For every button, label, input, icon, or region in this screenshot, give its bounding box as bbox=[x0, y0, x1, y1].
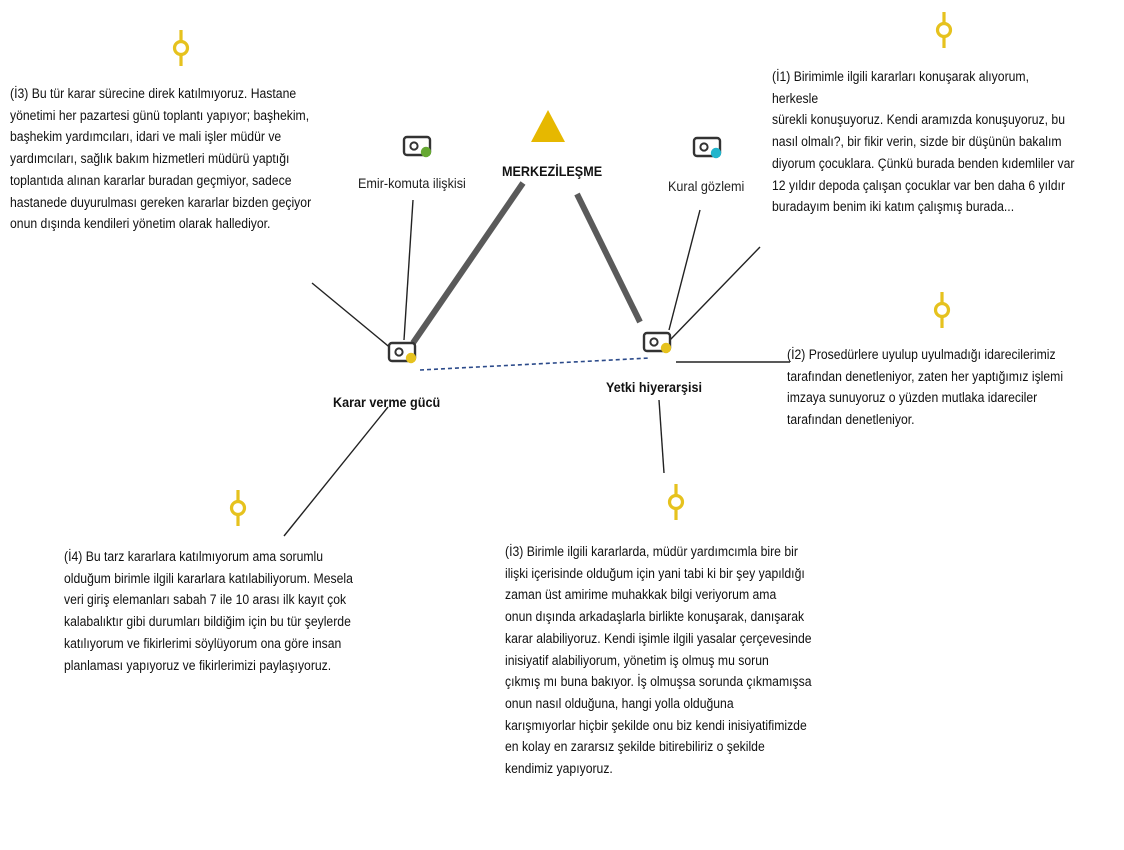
quote-i3-karar-sureci: (İ3) Bu tür karar sürecine direk katılmı… bbox=[10, 86, 312, 233]
triangle-icon bbox=[531, 110, 565, 142]
map-pin-icon bbox=[229, 488, 247, 528]
edge-yetki-merkez bbox=[574, 192, 643, 324]
quote-i3-birim-karar: (İ3) Birimle ilgili kararlarda, müdür ya… bbox=[505, 544, 812, 778]
map-pin-icon bbox=[667, 482, 685, 522]
center-label: MERKEZİLEŞME bbox=[502, 163, 603, 179]
node-kural-tag-icon[interactable] bbox=[692, 136, 722, 159]
quote-i1-birim-kararlari: (İ1) Birimimle ilgili kararları konuşara… bbox=[772, 69, 1075, 216]
node-emir-tag-icon[interactable] bbox=[402, 135, 432, 158]
leader-q5 bbox=[658, 399, 665, 474]
quote-i2-prosedur: (İ2) Prosedürlere uyulup uyulmadığı idar… bbox=[787, 347, 1064, 429]
node-yetki-tag-icon[interactable] bbox=[642, 331, 672, 354]
map-pin-icon bbox=[935, 10, 953, 50]
edge-karar-yetki bbox=[419, 357, 651, 371]
leader-q4 bbox=[283, 406, 389, 537]
quote-i4-karar-katilim: (İ4) Bu tarz kararlara katılmıyorum ama … bbox=[64, 549, 353, 674]
leader-emir bbox=[403, 199, 414, 341]
node-emir-label: Emir-komuta ilişkisi bbox=[358, 175, 466, 191]
leader-kural bbox=[668, 209, 701, 331]
leader-q1 bbox=[311, 282, 394, 351]
edge-karar-merkez bbox=[410, 181, 526, 345]
node-karar-tag-icon[interactable] bbox=[387, 341, 417, 364]
node-kural-label: Kural gözlemi bbox=[668, 178, 745, 194]
node-yetki-label: Yetki hiyerarşisi bbox=[606, 379, 702, 395]
map-pin-icon bbox=[172, 28, 190, 68]
map-pin-icon bbox=[933, 290, 951, 330]
node-karar-label: Karar verme gücü bbox=[333, 394, 441, 410]
leader-q2 bbox=[669, 246, 761, 341]
